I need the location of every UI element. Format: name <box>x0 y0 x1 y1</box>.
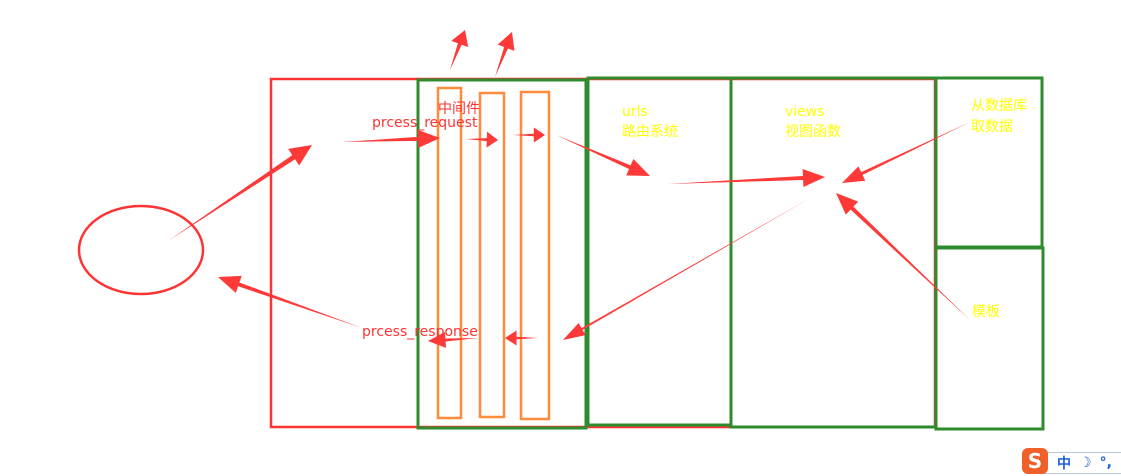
flow-arrow <box>668 168 825 187</box>
moon-icon[interactable]: ☽ <box>1079 455 1092 471</box>
template-box <box>934 246 1045 431</box>
flow-arrow <box>563 197 812 340</box>
flow-arrow <box>495 32 515 77</box>
flow-arrow <box>450 30 469 70</box>
sogou-logo-icon: S <box>1022 448 1048 474</box>
ime-language-toggle[interactable]: 中 <box>1057 456 1071 472</box>
flow-arrow <box>556 135 650 176</box>
middleware-layer-3 <box>519 90 551 421</box>
middleware-layer-1 <box>436 86 463 420</box>
process-request-label: prcess_request <box>372 115 478 131</box>
template-label: 模板 <box>972 304 1000 320</box>
flow-arrow <box>168 145 312 241</box>
flow-arrow <box>466 131 498 148</box>
flow-arrow <box>428 331 478 348</box>
urls-desc-label: 路由系统 <box>622 124 678 140</box>
punctuation-icon[interactable]: °, <box>1099 455 1112 471</box>
middleware-box <box>416 78 588 430</box>
flow-arrow <box>836 193 970 320</box>
middleware-label: 中间件 <box>438 101 480 117</box>
flow-arrow <box>505 330 538 346</box>
arrows <box>168 30 970 348</box>
process-response-label: prcess_response <box>362 324 478 340</box>
client-circle <box>77 204 205 296</box>
views-label: views <box>785 104 825 120</box>
flow-arrow <box>842 122 970 183</box>
ime-toolbar[interactable]: 中 ☽ °, S <box>1020 446 1121 476</box>
flow-arrow <box>513 127 545 143</box>
database-label-1: 从数据库 <box>971 98 1027 114</box>
middleware-layer-2 <box>478 91 506 419</box>
flow-arrow <box>342 129 440 148</box>
views-desc-label: 视图函数 <box>785 124 841 140</box>
database-label-2: 取数据 <box>971 119 1013 135</box>
urls-label: urls <box>622 104 648 120</box>
flow-arrow <box>218 275 362 328</box>
